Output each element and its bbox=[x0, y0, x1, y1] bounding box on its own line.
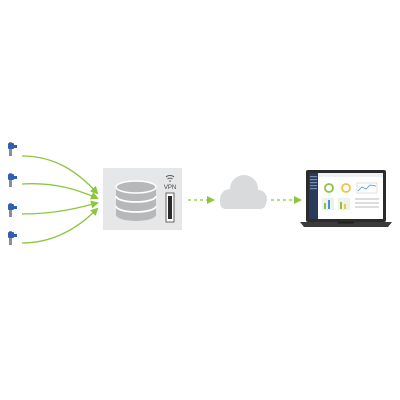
sensor-3-icon bbox=[8, 203, 17, 217]
arrow-sensor-1 bbox=[21, 155, 99, 195]
sensor-4-icon bbox=[8, 231, 17, 245]
laptop-icon bbox=[300, 170, 392, 227]
arrow-sensor-4 bbox=[21, 207, 99, 244]
gateway-box: VPN bbox=[103, 168, 182, 230]
sensor-1-icon bbox=[8, 142, 17, 156]
arrow-sensor-3 bbox=[21, 200, 99, 215]
cloud-icon bbox=[220, 175, 267, 209]
database-icon bbox=[115, 180, 157, 221]
vpn-device-icon bbox=[165, 192, 175, 223]
sensor-2-icon bbox=[8, 173, 17, 187]
arrow-sensor-2 bbox=[21, 183, 99, 200]
vpn-label: VPN bbox=[164, 185, 176, 191]
wifi-icon bbox=[165, 175, 175, 182]
